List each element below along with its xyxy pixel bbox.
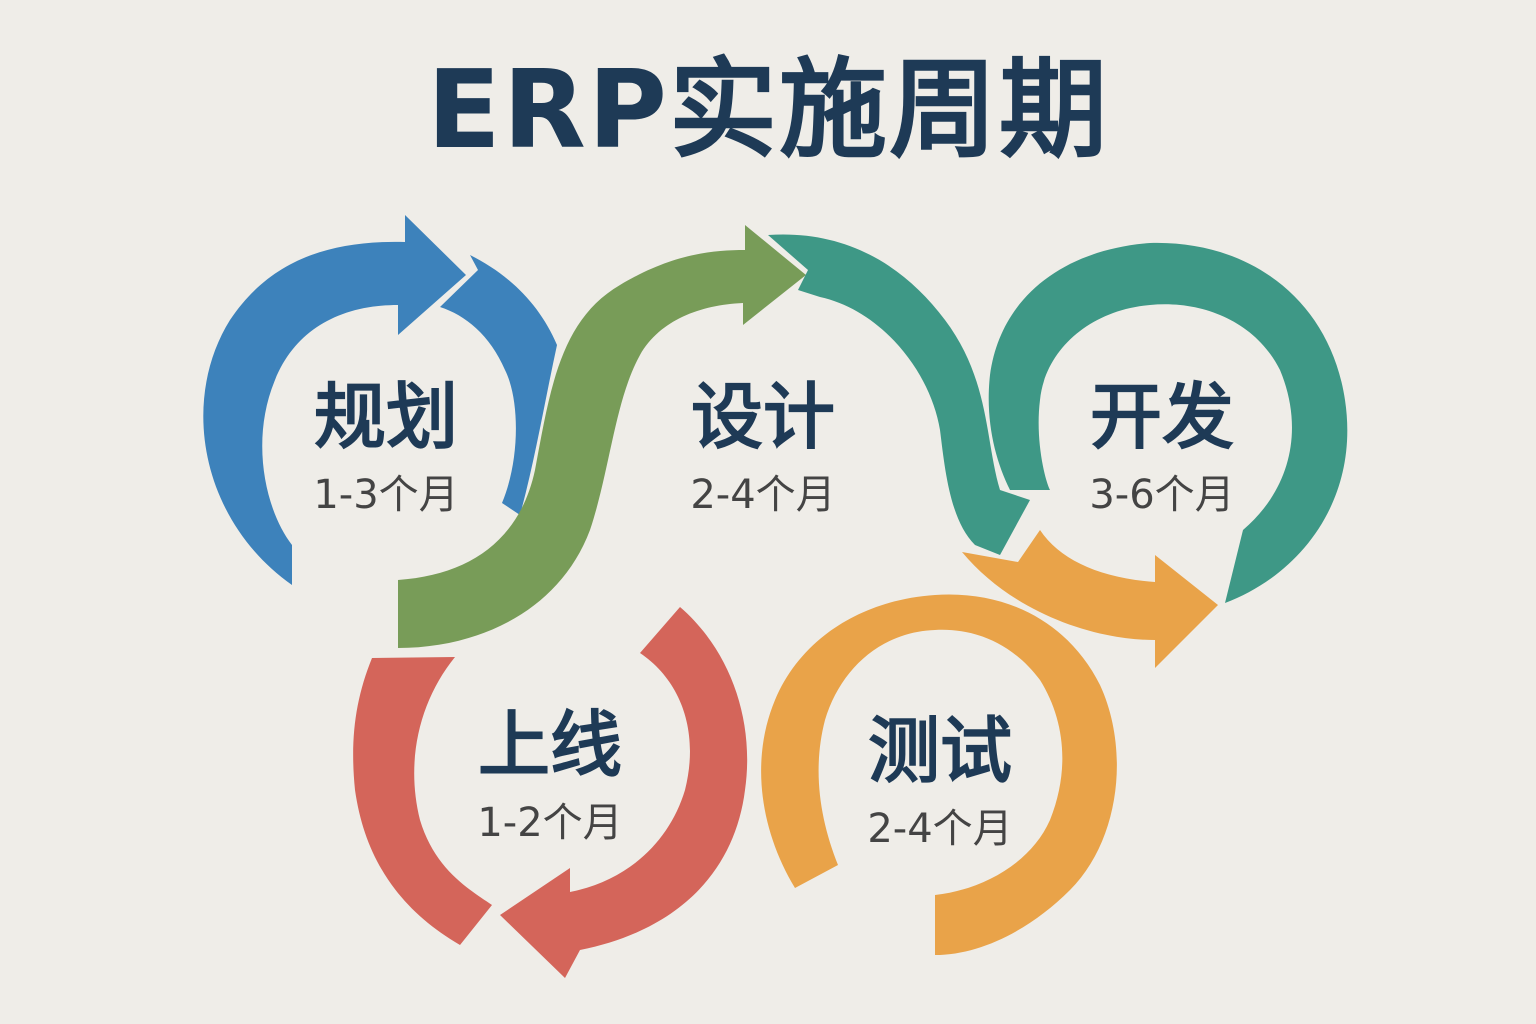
stage-name: 规划 [313,375,458,459]
design-arrow-body [398,225,806,648]
stage-golive: 上线 1-2个月 [430,703,670,847]
stage-testing: 测试 2-4个月 [820,709,1060,853]
golive-loop-left [353,657,492,945]
stage-name: 开发 [1089,375,1234,459]
page-title: ERP实施周期 [426,48,1110,173]
development-arrow [768,234,1348,603]
stage-planning: 规划 1-3个月 [266,375,506,519]
golive-arrow [353,607,748,978]
testing-connector [962,530,1218,668]
stage-duration: 1-3个月 [313,472,459,519]
stage-name: 设计 [690,375,835,459]
stage-name: 测试 [867,709,1012,793]
stage-design: 设计 2-4个月 [643,375,883,519]
planning-arrow [203,215,557,585]
stage-name: 上线 [477,703,622,787]
stage-development: 开发 3-6个月 [1042,375,1282,519]
testing-arrow [761,530,1218,955]
stage-duration: 3-6个月 [1089,472,1235,519]
stage-duration: 2-4个月 [867,806,1013,853]
planning-arrow-body [203,215,467,585]
golive-loop-right [500,607,748,978]
stage-duration: 1-2个月 [477,800,623,847]
development-connector [768,234,1030,555]
development-loop [988,242,1348,603]
stage-duration: 2-4个月 [690,472,836,519]
testing-loop [761,594,1117,955]
planning-arrow-tail [440,255,557,515]
design-arrow [398,225,806,648]
